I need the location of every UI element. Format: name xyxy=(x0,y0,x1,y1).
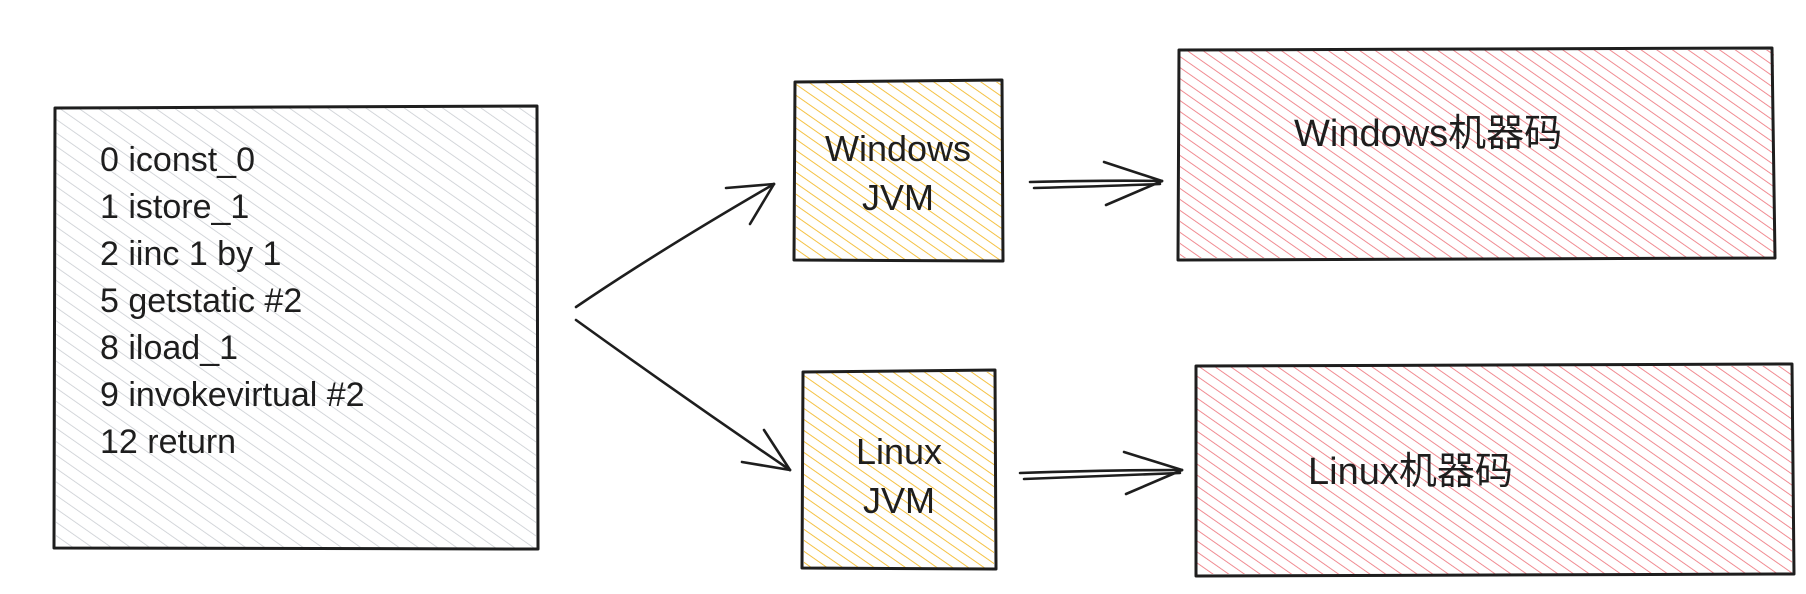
linux-machine-code-fill xyxy=(1196,366,1792,574)
linux-jvm-label-line2: JVM xyxy=(863,480,935,521)
windows-jvm-outline xyxy=(792,78,1005,263)
linux-machine-code-box: Linux机器码 xyxy=(1194,362,1796,578)
linux-machine-code-label: Linux机器码 xyxy=(1308,451,1513,493)
linux-machine-code-outline xyxy=(1194,362,1796,578)
bytecode-line: 1 istore_1 xyxy=(100,188,249,226)
linux-jvm-outline xyxy=(800,368,998,571)
bytecode-line: 12 return xyxy=(100,423,236,461)
windows-machine-code-outline xyxy=(1176,46,1777,262)
bytecode-line: 5 getstatic #2 xyxy=(100,282,302,320)
windows-machine-code-box: Windows机器码 xyxy=(1176,46,1777,262)
windows-jvm-fill xyxy=(796,82,1002,260)
arrow-to-windows-jvm xyxy=(574,182,776,309)
bytecode-line: 0 iconst_0 xyxy=(100,141,255,179)
windows-machine-code-label: Windows机器码 xyxy=(1294,113,1562,155)
linux-jvm-label-line1: Linux xyxy=(856,431,942,472)
windows-jvm-label-line1: Windows xyxy=(825,128,971,169)
arrow-to-windows-machine-code xyxy=(1028,160,1164,207)
bytecode-line: 8 iload_1 xyxy=(100,329,238,367)
linux-jvm-fill xyxy=(804,372,994,568)
windows-jvm-label-line2: JVM xyxy=(862,177,934,218)
arrow-to-linux-machine-code xyxy=(1018,450,1184,496)
bytecode-line: 9 invokevirtual #2 xyxy=(100,376,365,414)
bytecode-box-outline xyxy=(52,104,540,551)
linux-jvm-box: Linux JVM xyxy=(800,368,998,571)
windows-jvm-box: Windows JVM xyxy=(792,78,1005,263)
bytecode-line: 2 iinc 1 by 1 xyxy=(100,235,281,273)
arrow-to-linux-jvm xyxy=(574,318,792,472)
bytecode-box: 0 iconst_0 1 istore_1 2 iinc 1 by 1 5 ge… xyxy=(52,104,540,551)
bytecode-box-fill xyxy=(56,108,536,548)
windows-machine-code-fill xyxy=(1180,50,1774,258)
